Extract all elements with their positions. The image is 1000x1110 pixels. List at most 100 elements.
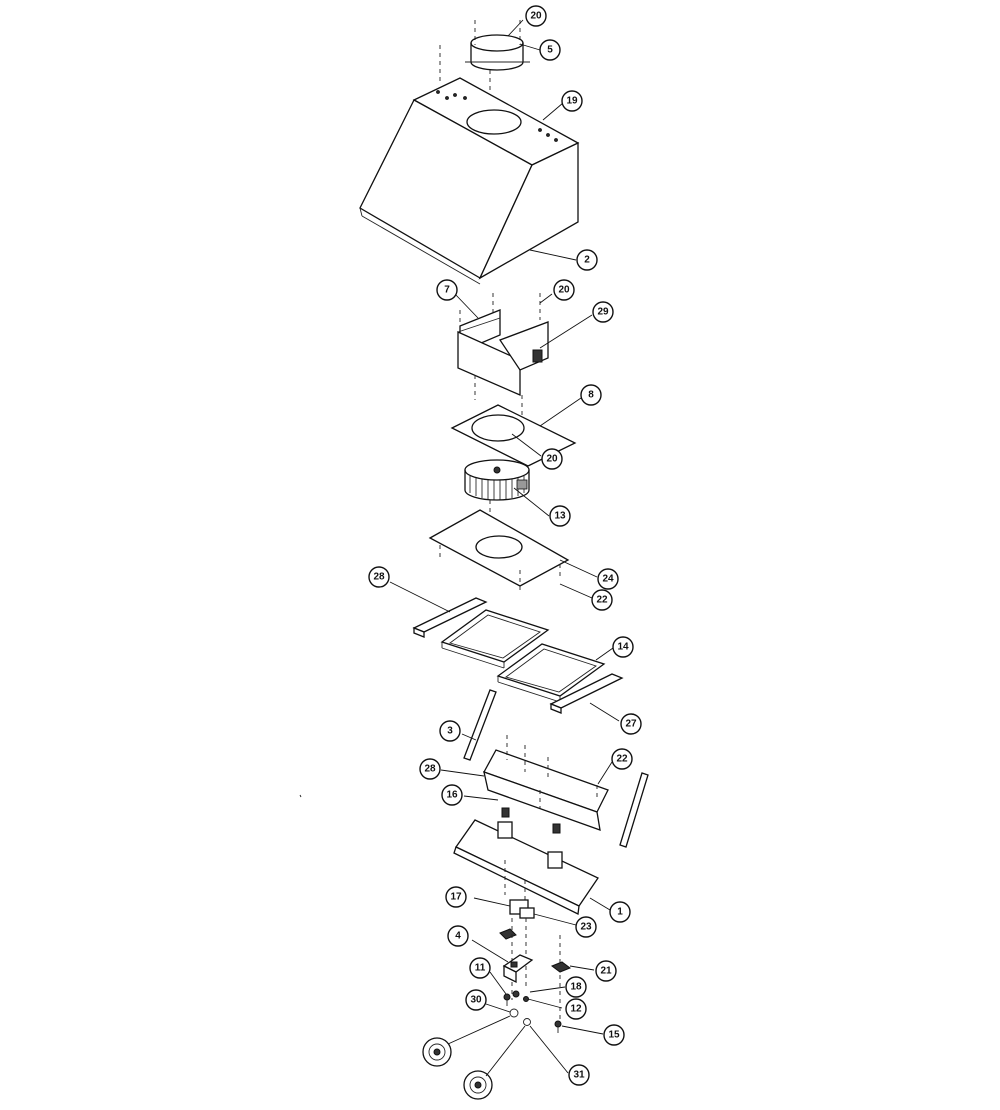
front-panel xyxy=(483,735,609,831)
callout-number: 3 xyxy=(447,726,453,737)
callout-number: 29 xyxy=(597,307,609,318)
callout-number: 4 xyxy=(455,931,461,942)
control-panel-housing xyxy=(453,807,599,915)
callout-8: 8 xyxy=(580,384,602,406)
callout-number: 28 xyxy=(424,764,436,775)
callout-number: 20 xyxy=(546,454,558,465)
callout-number: 14 xyxy=(617,642,629,653)
callout-24: 24 xyxy=(597,568,619,590)
callout-bubble xyxy=(447,925,469,947)
callout-bubble xyxy=(580,384,602,406)
callout-bubble xyxy=(541,448,563,470)
callout-4: 4 xyxy=(447,925,469,947)
callout-number: 23 xyxy=(580,922,592,933)
blower-fan-wheel xyxy=(464,459,530,501)
callout-bubble xyxy=(620,713,642,735)
callout-31: 31 xyxy=(568,1064,590,1086)
callout-bubble xyxy=(597,568,619,590)
callout-bubble xyxy=(565,976,587,998)
callout-bubble xyxy=(419,758,441,780)
light-socket-bracket xyxy=(502,954,534,984)
callout-number: 8 xyxy=(588,390,594,401)
filter-left-channel xyxy=(412,597,488,638)
callout-22: 22 xyxy=(611,748,633,770)
callout-14: 14 xyxy=(612,636,634,658)
grease-filter-right xyxy=(496,643,606,703)
callout-12: 12 xyxy=(565,998,587,1020)
callout-bubble xyxy=(539,39,561,61)
callout-number: 24 xyxy=(602,574,614,585)
callout-bubble xyxy=(465,989,487,1011)
callout-number: 22 xyxy=(596,595,608,606)
callout-28: 28 xyxy=(419,758,441,780)
callout-20: 20 xyxy=(553,279,575,301)
callout-16: 16 xyxy=(441,784,463,806)
callout-number: 2 xyxy=(584,255,590,266)
callout-number: 7 xyxy=(444,285,450,296)
callout-bubble xyxy=(445,886,467,908)
callout-22: 22 xyxy=(591,589,613,611)
callout-3: 3 xyxy=(439,720,461,742)
callout-19: 19 xyxy=(561,90,583,112)
side-trim-left xyxy=(463,689,497,761)
callout-5: 5 xyxy=(539,39,561,61)
callout-number: 5 xyxy=(547,45,553,56)
callout-bubble xyxy=(549,505,571,527)
callout-number: 13 xyxy=(554,511,566,522)
callout-17: 17 xyxy=(445,886,467,908)
callout-13: 13 xyxy=(549,505,571,527)
callout-number: 20 xyxy=(558,285,570,296)
callout-bubble xyxy=(576,249,598,271)
light-bulb-lens-2 xyxy=(463,1070,493,1100)
callout-bubble xyxy=(469,957,491,979)
callout-number: 30 xyxy=(470,995,482,1006)
callout-number: 31 xyxy=(573,1070,585,1081)
callout-bubble xyxy=(439,720,461,742)
hood-body xyxy=(359,77,580,285)
callout-23: 23 xyxy=(575,916,597,938)
callout-bubble xyxy=(525,5,547,27)
callout-bubble xyxy=(436,279,458,301)
callout-20: 20 xyxy=(541,448,563,470)
callout-bubble xyxy=(592,301,614,323)
callout-number: 27 xyxy=(625,719,637,730)
bottom-plate xyxy=(428,500,570,590)
callout-21: 21 xyxy=(595,960,617,982)
callout-11: 11 xyxy=(469,957,491,979)
callout-bubble xyxy=(368,566,390,588)
callout-number: 20 xyxy=(530,11,542,22)
callout-number: 15 xyxy=(608,1030,620,1041)
callout-20: 20 xyxy=(525,5,547,27)
callout-bubble xyxy=(565,998,587,1020)
small-fasteners xyxy=(503,990,562,1033)
callout-number: 28 xyxy=(373,572,385,583)
filter-right-channel xyxy=(549,673,624,714)
callout-18: 18 xyxy=(565,976,587,998)
callout-number: 18 xyxy=(570,982,582,993)
callout-29: 29 xyxy=(592,301,614,323)
callout-7: 7 xyxy=(436,279,458,301)
callout-number: 17 xyxy=(450,892,462,903)
callout-number: 21 xyxy=(600,966,612,977)
callout-number: 12 xyxy=(570,1004,582,1015)
blower-mount-bracket xyxy=(457,293,549,415)
callout-bubble xyxy=(609,901,631,923)
callout-1: 1 xyxy=(609,901,631,923)
callout-number: 19 xyxy=(566,96,578,107)
callout-15: 15 xyxy=(603,1024,625,1046)
callout-number: 22 xyxy=(616,754,628,765)
callout-27: 27 xyxy=(620,713,642,735)
callout-bubble xyxy=(441,784,463,806)
callout-bubble xyxy=(611,748,633,770)
callout-number: 11 xyxy=(475,963,486,974)
side-trim-right xyxy=(619,772,649,848)
light-bulb-lens xyxy=(422,1037,452,1067)
callout-bubble xyxy=(568,1064,590,1086)
callout-bubble xyxy=(553,279,575,301)
switch-assembly xyxy=(499,899,535,1000)
callout-number: 16 xyxy=(446,790,458,801)
callout-number: 1 xyxy=(617,907,623,918)
duct-collar xyxy=(439,20,530,105)
